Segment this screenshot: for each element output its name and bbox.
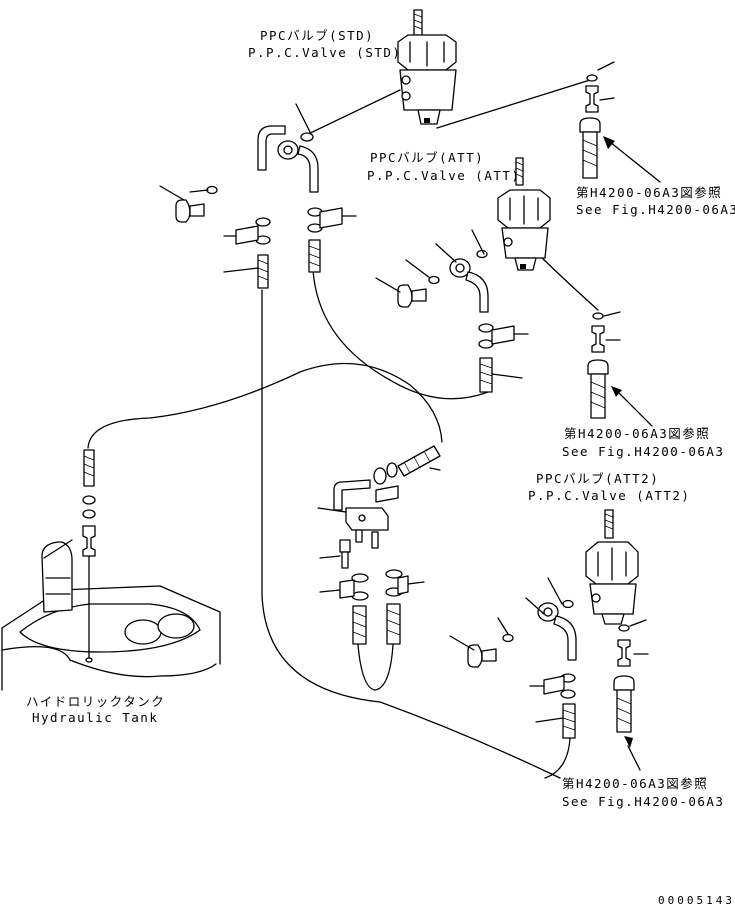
std-banjo-fittings — [175, 125, 343, 289]
ppc-valve-std — [397, 9, 457, 125]
drawing-code: 00005143 — [658, 894, 735, 907]
part-leader-lines — [43, 61, 649, 723]
reference-label-2-en: See Fig.H4200-06A3 — [562, 444, 724, 459]
reference-label-1-en: See Fig.H4200-06A3 — [576, 202, 735, 217]
att-right-fittings — [587, 312, 653, 427]
central-block-fittings — [333, 445, 441, 645]
std-right-fittings — [579, 74, 661, 183]
valve-std-label-en: P.P.C.Valve (STD) — [248, 45, 401, 60]
reference-label-1-jp: 第H4200-06A3図参照 — [576, 185, 722, 200]
hydraulic-tank — [1, 449, 221, 691]
att2-banjo-fittings — [467, 599, 641, 771]
att-banjo-fittings — [397, 249, 515, 393]
valve-std-label-jp: PPCバルブ(STD) — [260, 28, 374, 43]
tank-label-jp: ハイドロリックタンク — [26, 694, 165, 709]
reference-label-3-en: See Fig.H4200-06A3 — [562, 794, 724, 809]
tank-label-en: Hydraulic Tank — [32, 710, 158, 725]
reference-label-2-jp: 第H4200-06A3図参照 — [564, 426, 710, 441]
valve-att2-label-jp: PPCバルブ(ATT2) — [536, 471, 659, 486]
reference-label-3-jp: 第H4200-06A3図参照 — [562, 776, 708, 791]
ppc-valve-att2 — [585, 509, 639, 625]
ppc-valve-att — [497, 157, 551, 271]
hose-routes — [87, 79, 599, 779]
valve-att-label-jp: PPCバルブ(ATT) — [370, 150, 484, 165]
valve-att2-label-en: P.P.C.Valve (ATT2) — [528, 488, 690, 503]
valve-att-label-en: P.P.C.Valve (ATT) — [367, 168, 520, 183]
